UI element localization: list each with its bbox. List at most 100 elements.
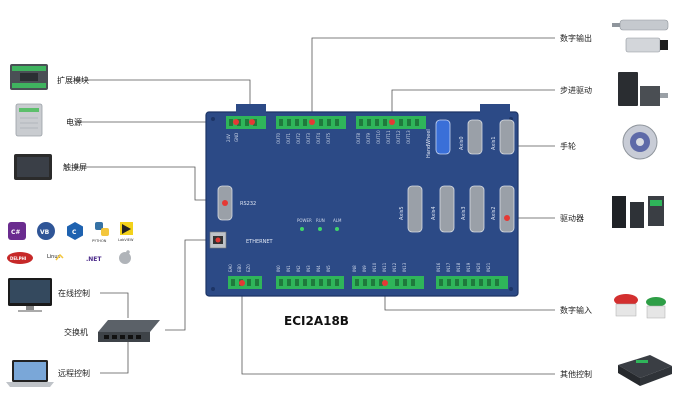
marker-dot xyxy=(239,280,245,286)
svg-text:OUT4: OUT4 xyxy=(316,132,321,144)
expansion-module-image xyxy=(10,64,48,90)
label-expansion-module: 扩展模块 xyxy=(57,75,89,85)
input-terminal-block-2 xyxy=(276,276,344,289)
apple-logo-icon xyxy=(119,252,131,264)
delphi-logo-icon xyxy=(7,252,33,264)
svg-text:IN11: IN11 xyxy=(382,262,387,272)
csharp-logo-icon xyxy=(8,222,26,240)
led-alm xyxy=(335,227,339,231)
led-label-alm: ALM xyxy=(333,218,342,223)
line-switch xyxy=(165,239,213,331)
label-digital-output: 数字输出 xyxy=(560,33,592,43)
line-stepper xyxy=(391,89,555,122)
svg-text:IN1: IN1 xyxy=(286,265,291,272)
svg-text:IN3: IN3 xyxy=(306,265,311,272)
axis3-label: Axis3 xyxy=(461,206,467,220)
linux-logo-text: Linux xyxy=(47,254,61,260)
axis2-port xyxy=(499,185,515,233)
marker-dot xyxy=(215,237,221,243)
led-label-run: RUN xyxy=(316,218,325,223)
line-remote xyxy=(100,340,129,374)
vb-logo-icon xyxy=(37,222,55,240)
svg-text:IN0: IN0 xyxy=(276,265,281,272)
marker-dot xyxy=(309,119,315,125)
linux-logo-icon xyxy=(55,253,64,261)
svg-text:OUT5: OUT5 xyxy=(326,132,331,144)
axis1-port xyxy=(499,119,515,155)
svg-text:OUT8: OUT8 xyxy=(356,132,361,144)
label-stepper-drive: 步进驱动 xyxy=(560,85,592,95)
line-online xyxy=(100,292,129,318)
python-logo-icon xyxy=(95,222,103,230)
label-other-control: 其他控制 xyxy=(560,369,592,379)
label-touch-screen: 触摸屏 xyxy=(63,162,87,172)
network-switch-image xyxy=(98,320,160,342)
csharp-logo-text: C# xyxy=(11,229,20,236)
svg-text:OUT10: OUT10 xyxy=(376,130,381,144)
delphi-logo-text: DELPHI xyxy=(10,256,27,261)
input-terminal-block-1 xyxy=(228,276,262,289)
mount-hole xyxy=(211,117,215,121)
svg-text:IN20: IN20 xyxy=(476,262,481,272)
svg-text:OUT3: OUT3 xyxy=(306,132,311,144)
svg-text:OUT1: OUT1 xyxy=(286,132,291,144)
axis0-port xyxy=(467,119,483,155)
pneumatic-cylinder-image xyxy=(612,19,669,53)
svg-text:EZ0: EZ0 xyxy=(246,264,251,272)
svg-text:IN19: IN19 xyxy=(466,262,471,272)
svg-text:OUT12: OUT12 xyxy=(396,130,401,144)
cpp-logo-text: C xyxy=(72,229,77,236)
led-run xyxy=(318,227,322,231)
svg-text:IN18: IN18 xyxy=(456,262,461,272)
axis4-port xyxy=(439,185,455,233)
axis3-port xyxy=(469,185,485,233)
mount-hole xyxy=(509,287,513,291)
svg-text:IN8: IN8 xyxy=(352,265,357,272)
svg-text:IN5: IN5 xyxy=(326,265,331,272)
labview-logo-text: LabVIEW xyxy=(118,238,134,242)
svg-text:OUT2: OUT2 xyxy=(296,132,301,144)
label-switch: 交换机 xyxy=(64,327,88,337)
dotnet-logo-text: .NET xyxy=(86,256,102,263)
svg-text:OUT11: OUT11 xyxy=(386,130,391,144)
servo-driver-image xyxy=(612,196,664,228)
svg-text:EB0: EB0 xyxy=(237,264,242,272)
ethernet-label: ETHERNET xyxy=(246,239,274,245)
svg-text:IN12: IN12 xyxy=(392,262,397,272)
marker-dot xyxy=(222,200,228,206)
label-power-supply: 电源 xyxy=(66,117,82,127)
touch-screen-image xyxy=(14,154,52,180)
other-controller-image xyxy=(618,355,672,386)
svg-text:EA0: EA0 xyxy=(228,264,233,272)
label-digital-input: 数字输入 xyxy=(560,305,592,315)
marker-dot xyxy=(504,215,510,221)
svg-text:IN9: IN9 xyxy=(362,265,367,272)
marker-dot xyxy=(382,280,388,286)
svg-text:IN17: IN17 xyxy=(446,262,451,272)
svg-text:IN21: IN21 xyxy=(486,262,491,272)
rs232-label: RS232 xyxy=(240,201,256,207)
handwheel-image xyxy=(622,124,658,160)
led-power xyxy=(300,227,304,231)
marker-dot xyxy=(249,119,255,125)
svg-text:GND: GND xyxy=(234,133,239,142)
python-logo-text: PYTHON xyxy=(92,239,107,243)
cpp-logo-icon xyxy=(67,222,83,240)
axis1-label: Axis1 xyxy=(491,136,497,150)
axis4-label: Axis4 xyxy=(431,206,437,220)
controller-board: 24V GND OUT0 OUT1 OUT2 OUT3 OUT4 OUT5 OU… xyxy=(205,104,519,297)
handwheel-port xyxy=(435,119,451,155)
svg-text:IN10: IN10 xyxy=(372,262,377,272)
laptop-image xyxy=(6,360,54,387)
label-remote-control: 远程控制 xyxy=(58,368,90,378)
stepper-motor-image xyxy=(618,72,668,106)
svg-text:IN13: IN13 xyxy=(402,262,407,272)
svg-text:IN4: IN4 xyxy=(316,265,321,272)
svg-text:OUT0: OUT0 xyxy=(276,132,281,144)
marker-dot xyxy=(233,119,239,125)
push-buttons-image xyxy=(614,294,666,319)
model-label: ECI2A18B xyxy=(284,314,349,328)
vb-logo-text: VB xyxy=(40,229,50,236)
mount-hole xyxy=(211,287,215,291)
